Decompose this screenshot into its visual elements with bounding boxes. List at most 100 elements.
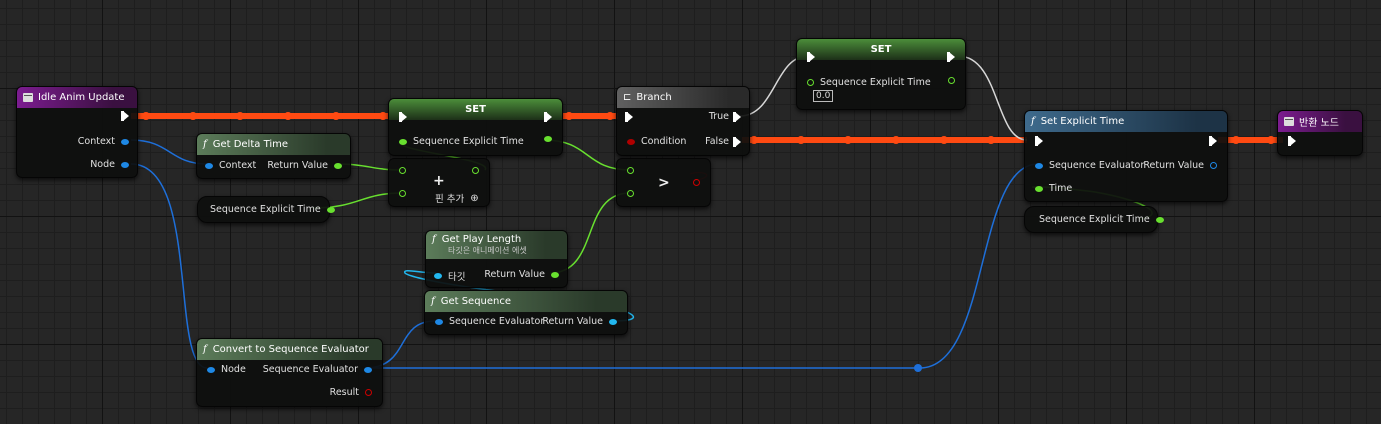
node-pin-label: Node bbox=[90, 159, 115, 170]
greater-node[interactable]: > bbox=[616, 158, 711, 207]
set-explicit-exec-out[interactable] bbox=[1209, 136, 1217, 146]
idle-anim-update-header[interactable]: Idle Anim Update bbox=[17, 87, 137, 108]
greater-input-a[interactable] bbox=[627, 167, 634, 174]
float-pin-icon bbox=[551, 271, 559, 278]
add-input-b[interactable] bbox=[399, 190, 406, 197]
set-top-exec-out[interactable] bbox=[947, 52, 955, 62]
branch-header[interactable]: ⊏ Branch bbox=[617, 87, 749, 108]
get-sequence-return-label: Return Value bbox=[542, 316, 603, 327]
get-delta-time-node[interactable]: f Get Delta Time Context Return Value bbox=[196, 133, 351, 179]
convert-result-pin[interactable]: Result bbox=[330, 387, 372, 398]
exec-wire-settop-to-setexplicit bbox=[957, 55, 1028, 141]
getter-1-pin[interactable]: Sequence Explicit Time bbox=[210, 204, 335, 215]
set-top-var-out[interactable] bbox=[948, 77, 955, 84]
node-out-pin[interactable]: Node bbox=[90, 159, 129, 170]
set-explicit-exec-in[interactable] bbox=[1035, 136, 1043, 146]
return-node-header[interactable]: 반환 노드 bbox=[1278, 111, 1362, 132]
get-sequence-node[interactable]: f Get Sequence Sequence Evaluator Return… bbox=[424, 290, 628, 335]
idle-anim-update-node[interactable]: Idle Anim Update Context Node bbox=[16, 86, 138, 178]
set-main-var-out[interactable] bbox=[544, 136, 552, 142]
sequence-explicit-time-getter-1[interactable]: Sequence Explicit Time bbox=[197, 196, 335, 223]
set-explicit-time-pin[interactable]: Time bbox=[1035, 183, 1072, 194]
context-out-pin[interactable]: Context bbox=[78, 136, 129, 147]
set-top-value[interactable]: 0.0 bbox=[813, 90, 834, 102]
float-pin-icon bbox=[1155, 216, 1164, 223]
convert-result-label: Result bbox=[329, 387, 359, 398]
set-explicit-time-node[interactable]: f Set Explicit Time Sequence Evaluator R… bbox=[1024, 110, 1228, 202]
set-top-var-in[interactable]: Sequence Explicit Time bbox=[807, 77, 931, 88]
float-pin-icon bbox=[627, 167, 634, 174]
idle-anim-update-title: Idle Anim Update bbox=[38, 92, 125, 103]
greater-symbol: > bbox=[658, 175, 670, 191]
branch-true-pin[interactable]: True bbox=[709, 111, 741, 122]
get-play-length-title: Get Play Length bbox=[441, 234, 522, 245]
set-main-exec-in[interactable] bbox=[399, 112, 407, 122]
convert-header[interactable]: f Convert to Sequence Evaluator bbox=[197, 339, 382, 360]
float-pin-icon bbox=[627, 190, 634, 197]
float-pin-icon bbox=[399, 190, 406, 197]
getter-2-pin[interactable]: Sequence Explicit Time bbox=[1039, 214, 1164, 225]
set-node-top[interactable]: SET Sequence Explicit Time 0.0 bbox=[796, 38, 966, 110]
get-sequence-header[interactable]: f Get Sequence bbox=[425, 291, 627, 312]
set-explicit-evaluator-label: Sequence Evaluator bbox=[1049, 160, 1145, 171]
add-symbol: + bbox=[433, 173, 445, 189]
add-node[interactable]: + 핀 추가⊕ bbox=[388, 158, 490, 207]
set-main-var-label: Sequence Explicit Time bbox=[413, 136, 524, 147]
function-icon: f bbox=[203, 139, 207, 150]
set-main-exec-out[interactable] bbox=[544, 112, 552, 122]
add-pin-label: 핀 추가 bbox=[435, 194, 465, 205]
add-input-a[interactable] bbox=[399, 167, 406, 174]
struct-pin-icon bbox=[435, 318, 443, 325]
set-top-header[interactable]: SET bbox=[797, 39, 965, 60]
convert-to-sequence-evaluator-node[interactable]: f Convert to Sequence Evaluator Node Seq… bbox=[196, 338, 383, 407]
exec-pin-icon bbox=[1209, 136, 1217, 146]
set-main-var-in[interactable]: Sequence Explicit Time bbox=[399, 136, 524, 147]
add-output[interactable] bbox=[472, 167, 479, 174]
set-main-header[interactable]: SET bbox=[389, 99, 562, 120]
set-top-value-field[interactable]: 0.0 bbox=[813, 90, 834, 102]
greater-input-b[interactable] bbox=[627, 190, 634, 197]
branch-node[interactable]: ⊏ Branch True Condition False bbox=[616, 86, 750, 156]
branch-icon: ⊏ bbox=[623, 92, 632, 103]
exec-pin-icon bbox=[733, 136, 741, 147]
set-explicit-evaluator-pin[interactable]: Sequence Evaluator bbox=[1035, 160, 1144, 171]
convert-node-label: Node bbox=[221, 364, 246, 375]
return-node[interactable]: 반환 노드 bbox=[1277, 110, 1363, 156]
struct-pin-icon bbox=[1210, 162, 1217, 169]
add-pin-button[interactable]: 핀 추가⊕ bbox=[435, 191, 479, 206]
struct-pin-icon bbox=[205, 162, 213, 169]
float-pin-icon bbox=[334, 162, 342, 169]
set-explicit-return-pin[interactable]: Return Value bbox=[1143, 160, 1217, 171]
sequence-wire-to-playlength bbox=[404, 270, 635, 322]
function-icon: f bbox=[203, 344, 207, 355]
branch-exec-in[interactable] bbox=[625, 112, 633, 122]
set-explicit-time-header[interactable]: f Set Explicit Time bbox=[1025, 111, 1227, 132]
branch-false-pin[interactable]: False bbox=[705, 136, 741, 147]
get-delta-time-title: Get Delta Time bbox=[212, 139, 289, 150]
set-explicit-time-label: Time bbox=[1049, 183, 1073, 194]
get-sequence-return-pin[interactable]: Return Value bbox=[542, 316, 617, 327]
set-main-title: SET bbox=[465, 104, 486, 115]
exec-pin-icon bbox=[733, 111, 741, 122]
delta-context-pin[interactable]: Context bbox=[205, 160, 256, 171]
greater-output[interactable] bbox=[693, 179, 700, 186]
delta-return-label: Return Value bbox=[267, 160, 328, 171]
set-top-exec-in[interactable] bbox=[807, 52, 815, 62]
getter-1-label: Sequence Explicit Time bbox=[210, 204, 321, 215]
get-sequence-evaluator-pin[interactable]: Sequence Evaluator bbox=[435, 316, 544, 327]
sequence-explicit-time-getter-2[interactable]: Sequence Explicit Time bbox=[1024, 206, 1164, 233]
get-delta-time-header[interactable]: f Get Delta Time bbox=[197, 134, 350, 155]
play-length-return-pin[interactable]: Return Value bbox=[484, 269, 559, 280]
convert-title: Convert to Sequence Evaluator bbox=[212, 344, 369, 355]
play-length-target-pin[interactable]: 타깃 bbox=[434, 269, 465, 283]
exec-out-pin[interactable] bbox=[121, 111, 129, 121]
delta-return-pin[interactable]: Return Value bbox=[267, 160, 342, 171]
branch-condition-pin[interactable]: Condition bbox=[627, 136, 686, 147]
convert-node-pin[interactable]: Node bbox=[207, 364, 246, 375]
convert-evaluator-pin[interactable]: Sequence Evaluator bbox=[263, 364, 372, 375]
return-exec-in[interactable] bbox=[1288, 136, 1296, 146]
set-node-main[interactable]: SET Sequence Explicit Time bbox=[388, 98, 563, 156]
